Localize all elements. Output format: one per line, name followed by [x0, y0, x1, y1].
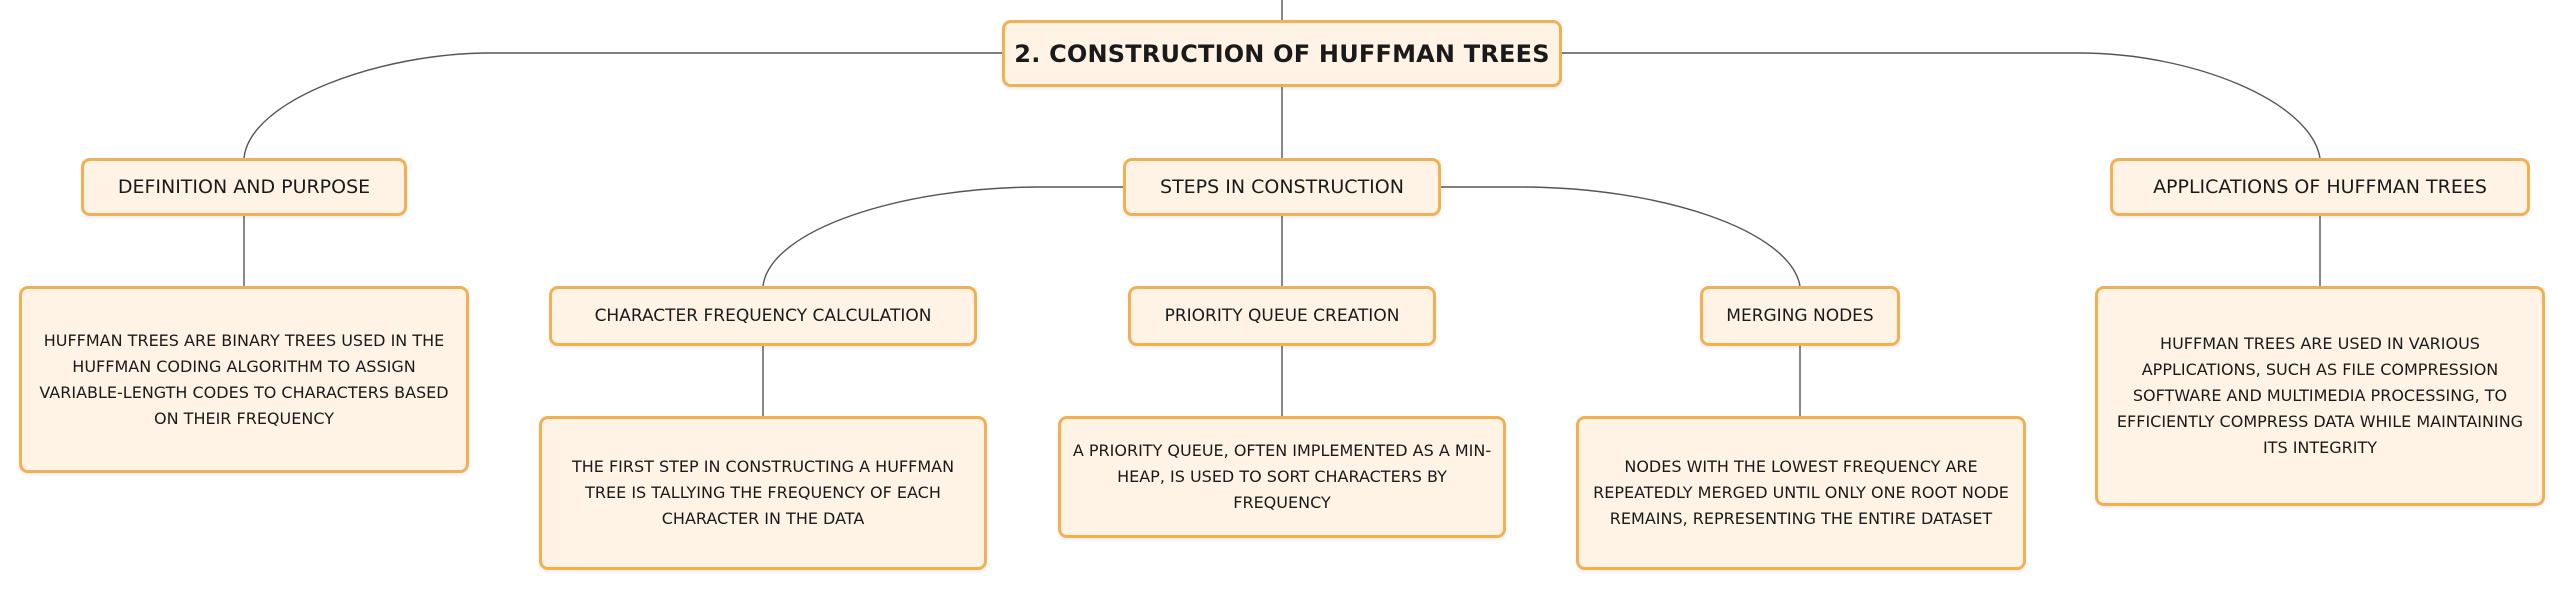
connector-steps-to-merging [1441, 186, 1801, 287]
definition-description-text: HUFFMAN TREES ARE BINARY TREES USED IN T… [39, 330, 449, 428]
definition-node[interactable]: DEFINITION AND PURPOSE [81, 158, 407, 216]
connector-root-to-applications [1562, 52, 2321, 159]
frequency-calculation-label: CHARACTER FREQUENCY CALCULATION [594, 306, 932, 326]
root-node[interactable]: 2. CONSTRUCTION OF HUFFMAN TREES [1002, 20, 1562, 87]
merging-nodes-description-text: NODES WITH THE LOWEST FREQUENCY ARE REPE… [1593, 457, 2009, 528]
root-label: 2. CONSTRUCTION OF HUFFMAN TREES [1014, 39, 1550, 68]
applications-description[interactable]: HUFFMAN TREES ARE USED IN VARIOUS APPLIC… [2095, 286, 2545, 506]
applications-node[interactable]: APPLICATIONS OF HUFFMAN TREES [2110, 158, 2530, 216]
applications-description-text: HUFFMAN TREES ARE USED IN VARIOUS APPLIC… [2116, 334, 2524, 457]
frequency-calculation-description[interactable]: THE FIRST STEP IN CONSTRUCTING A HUFFMAN… [539, 416, 987, 570]
priority-queue-node[interactable]: PRIORITY QUEUE CREATION [1128, 286, 1436, 346]
merging-nodes-node[interactable]: MERGING NODES [1700, 286, 1900, 346]
definition-label: DEFINITION AND PURPOSE [117, 176, 371, 198]
connector-steps-to-frequency [762, 186, 1123, 287]
applications-label: APPLICATIONS OF HUFFMAN TREES [2153, 176, 2487, 198]
priority-queue-description[interactable]: A PRIORITY QUEUE, OFTEN IMPLEMENTED AS A… [1058, 416, 1506, 538]
merging-nodes-description[interactable]: NODES WITH THE LOWEST FREQUENCY ARE REPE… [1576, 416, 2026, 570]
frequency-calculation-node[interactable]: CHARACTER FREQUENCY CALCULATION [549, 286, 977, 346]
steps-label: STEPS IN CONSTRUCTION [1160, 176, 1404, 198]
frequency-calculation-description-text: THE FIRST STEP IN CONSTRUCTING A HUFFMAN… [571, 457, 955, 528]
priority-queue-description-text: A PRIORITY QUEUE, OFTEN IMPLEMENTED AS A… [1072, 441, 1492, 512]
priority-queue-label: PRIORITY QUEUE CREATION [1164, 306, 1400, 326]
steps-node[interactable]: STEPS IN CONSTRUCTION [1123, 158, 1441, 216]
connector-root-to-definition [243, 52, 1002, 159]
merging-nodes-label: MERGING NODES [1726, 306, 1874, 326]
definition-description[interactable]: HUFFMAN TREES ARE BINARY TREES USED IN T… [19, 286, 469, 473]
